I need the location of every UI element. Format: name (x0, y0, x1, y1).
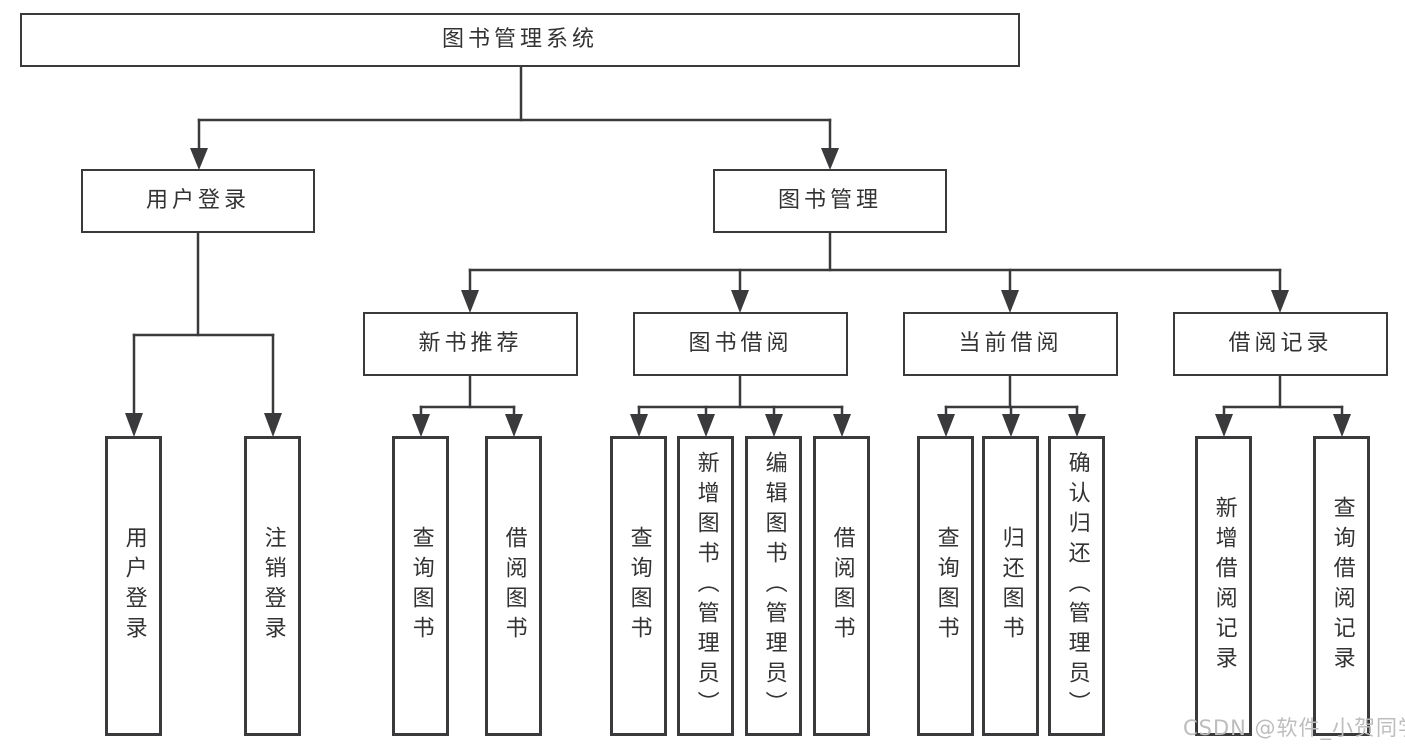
node-leaf-borrow-books-recommend: 借阅图书 (485, 436, 542, 736)
node-label: 借阅记录 (1228, 330, 1333, 356)
node-leaf-borrow-books-borrowing: 借阅图书 (813, 436, 870, 736)
leaf-label: 查询图书 (626, 526, 652, 646)
node-book-borrowing: 图书借阅 (633, 312, 848, 376)
node-current-borrowing: 当前借阅 (903, 312, 1118, 376)
node-book-management: 图书管理 (713, 169, 947, 233)
node-leaf-user-login: 用户登录 (105, 436, 162, 736)
edge-book-borrowing-to-leaves (630, 374, 851, 437)
leaf-label: 借阅图书 (829, 526, 855, 646)
node-label: 当前借阅 (958, 330, 1063, 356)
edge-book-management-to-level3 (461, 231, 1289, 313)
leaf-label: 注销登录 (260, 526, 286, 646)
node-library-management-system: 图书管理系统 (20, 13, 1020, 67)
node-leaf-query-books-borrowing: 查询图书 (610, 436, 667, 736)
edge-root-to-level2 (190, 65, 839, 170)
node-leaf-add-borrow-record: 新增借阅记录 (1195, 436, 1252, 736)
node-leaf-query-books-current: 查询图书 (917, 436, 974, 736)
leaf-label: 新增图书（管理员） (693, 451, 719, 721)
leaf-label: 查询图书 (408, 526, 434, 646)
node-label: 图书借阅 (688, 330, 793, 356)
edge-user-login-to-leaves (125, 231, 282, 437)
leaf-label: 新增借阅记录 (1211, 496, 1237, 676)
leaf-label: 归还图书 (998, 526, 1024, 646)
node-new-book-recommend: 新书推荐 (363, 312, 578, 376)
node-label: 图书管理 (777, 187, 882, 213)
node-label: 用户登录 (145, 187, 250, 213)
edge-new-book-recommend-to-leaves (412, 374, 523, 437)
node-label: 图书管理系统 (441, 26, 598, 52)
leaf-label: 用户登录 (121, 526, 147, 646)
node-leaf-add-books-admin: 新增图书（管理员） (677, 436, 734, 736)
node-user-login: 用户登录 (81, 169, 315, 233)
edge-borrowing-records-to-leaves (1215, 374, 1351, 437)
leaf-label: 查询借阅记录 (1329, 496, 1355, 676)
leaf-label: 借阅图书 (501, 526, 527, 646)
node-leaf-return-books: 归还图书 (982, 436, 1039, 736)
node-leaf-logout: 注销登录 (244, 436, 301, 736)
csdn-watermark: CSDN @软件_小贺同学 (1183, 716, 1405, 740)
node-leaf-query-borrow-record: 查询借阅记录 (1313, 436, 1370, 736)
leaf-label: 确认归还（管理员） (1064, 451, 1090, 721)
leaf-label: 编辑图书（管理员） (761, 451, 787, 721)
node-label: 新书推荐 (418, 330, 523, 356)
edge-current-borrowing-to-leaves (937, 374, 1086, 437)
node-leaf-confirm-return-admin: 确认归还（管理员） (1048, 436, 1105, 736)
node-leaf-edit-books-admin: 编辑图书（管理员） (745, 436, 802, 736)
node-leaf-query-books-recommend: 查询图书 (392, 436, 449, 736)
node-borrowing-records: 借阅记录 (1173, 312, 1388, 376)
leaf-label: 查询图书 (933, 526, 959, 646)
